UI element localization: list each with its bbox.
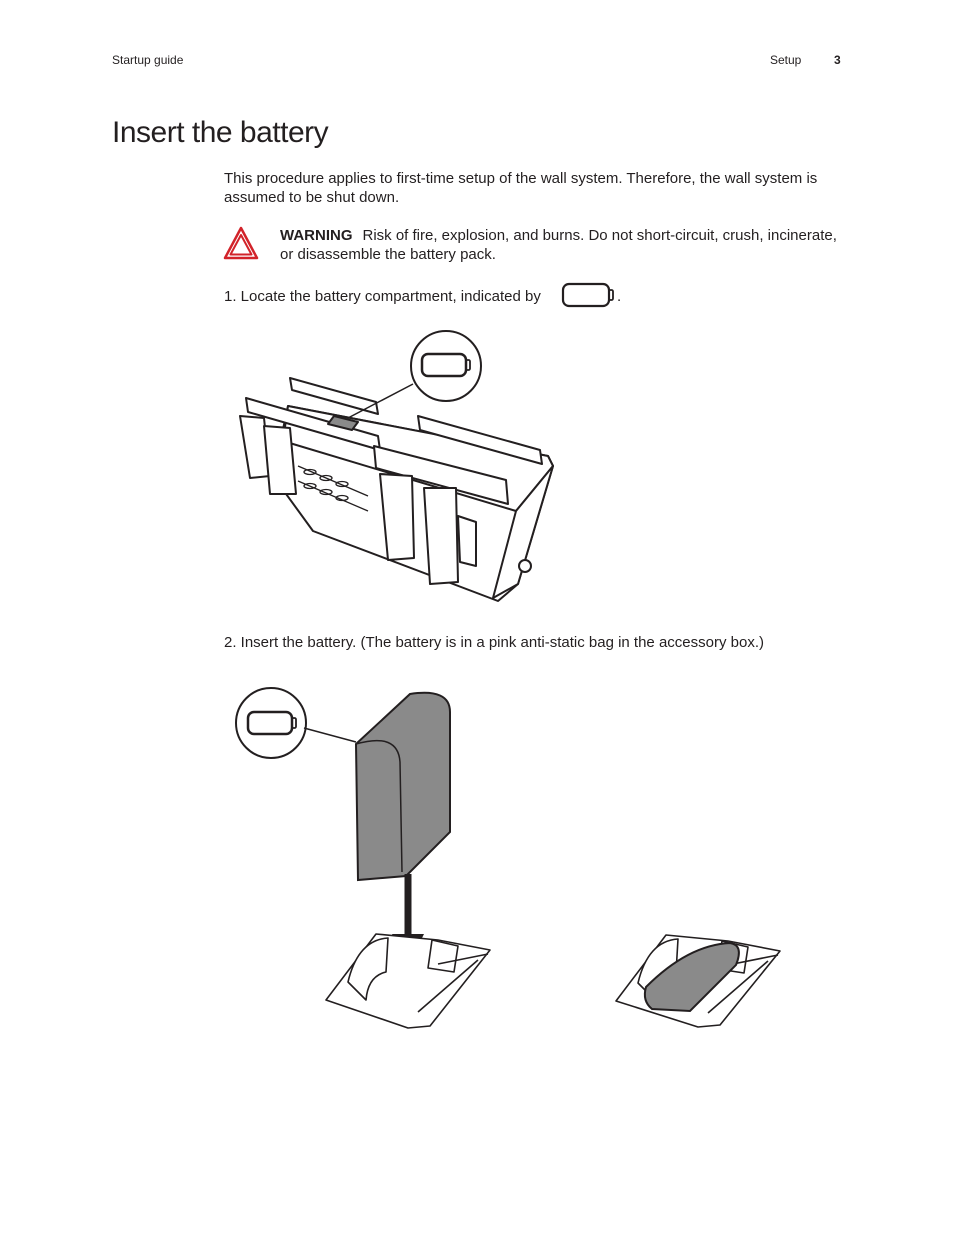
step-2: 2. Insert the battery. (The battery is i…: [224, 634, 764, 651]
step-1: 1. Locate the battery compartment, indic…: [224, 288, 541, 305]
warning-body: Risk of fire, explosion, and burns. Do n…: [280, 227, 837, 263]
running-header-doc-name: Startup guide: [112, 53, 184, 67]
running-header-section: Setup: [770, 53, 802, 67]
battery-insert-illustration: [235, 687, 491, 1029]
warning-label: WARNING: [280, 227, 353, 244]
wall-system-illustration: [239, 330, 554, 602]
warning-triangle-icon: [223, 226, 259, 260]
battery-icon: [561, 282, 614, 308]
page-number: 3: [834, 53, 841, 67]
intro-paragraph: This procedure applies to first-time set…: [224, 170, 818, 206]
step-1-period: .: [617, 288, 622, 305]
page-title: Insert the battery: [112, 116, 329, 149]
battery-installed-illustration: [615, 934, 781, 1028]
